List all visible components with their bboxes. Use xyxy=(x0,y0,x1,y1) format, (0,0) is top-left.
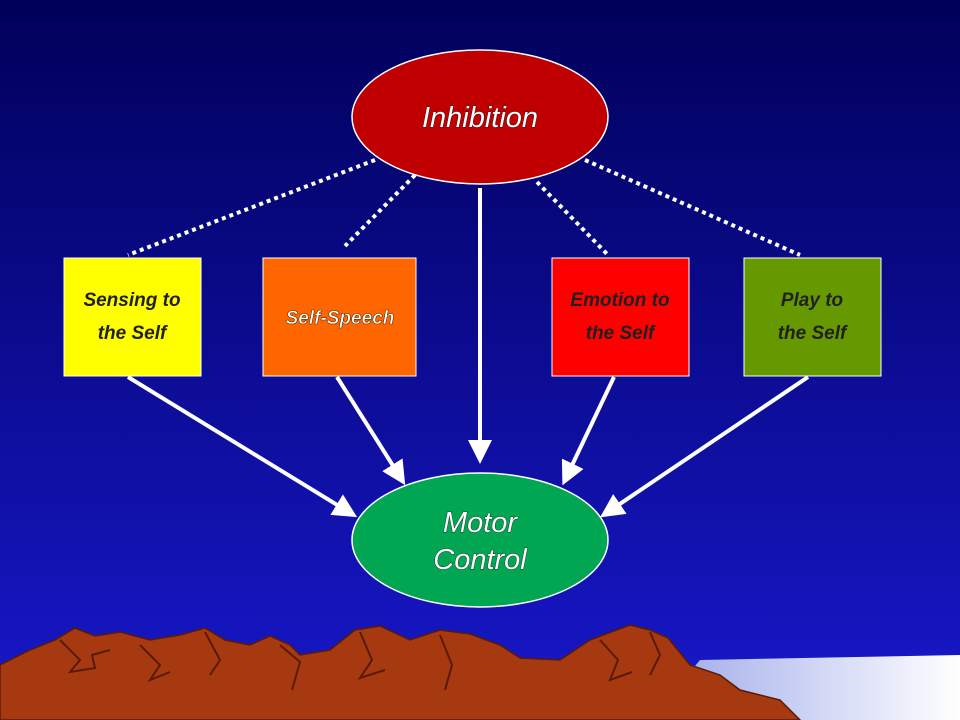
inhibition-label: Inhibition xyxy=(422,102,538,134)
function-box-play: Play to the Self xyxy=(743,257,882,377)
sensing-label-line1: Sensing to xyxy=(83,290,180,311)
inhibition-node: Inhibition xyxy=(351,49,609,185)
arrow-emotion-to-motor xyxy=(561,376,616,486)
motor-control-label-line1: Motor xyxy=(443,507,518,539)
function-box-sensing: Sensing to the Self xyxy=(63,257,202,377)
function-box-self-speech: Self-Speech xyxy=(262,257,417,377)
play-label-line2: the Self xyxy=(778,323,848,344)
function-box-emotion: Emotion to the Self xyxy=(551,257,690,377)
play-label-line1: Play to xyxy=(781,290,843,311)
arrow-self-speech-to-motor xyxy=(335,375,406,486)
emotion-label-line1: Emotion to xyxy=(570,290,669,311)
sensing-label-line2: the Self xyxy=(98,323,168,344)
motor-control-label-line2: Control xyxy=(433,544,528,576)
arrow-play-to-motor xyxy=(600,375,810,518)
dotted-line-self-speech xyxy=(343,173,417,248)
motor-control-node: Motor Control xyxy=(351,472,609,608)
dotted-line-play xyxy=(584,158,801,257)
arrows xyxy=(126,188,810,518)
emotion-label-line2: the Self xyxy=(586,323,656,344)
mountain-range xyxy=(0,624,802,720)
dotted-connectors xyxy=(127,158,801,257)
arrow-sensing-to-motor xyxy=(126,375,358,518)
dotted-line-emotion xyxy=(535,180,610,257)
self-speech-label: Self-Speech xyxy=(286,308,395,329)
